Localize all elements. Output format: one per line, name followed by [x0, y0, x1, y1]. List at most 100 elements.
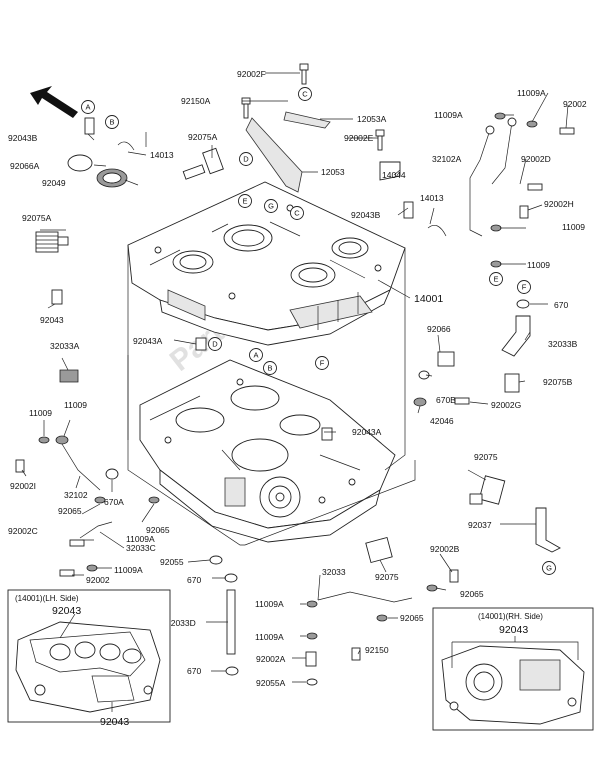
label-92002C: 92002C	[8, 526, 38, 536]
svg-text:B: B	[109, 118, 114, 127]
inset-rh-label-top: 92043	[499, 624, 528, 636]
label-11009: 11009	[562, 222, 585, 232]
bolt	[299, 63, 309, 85]
callout-e-pipe: E	[489, 272, 503, 286]
bolt	[305, 651, 317, 667]
label-12053A: 12053A	[357, 114, 387, 124]
label-92002E: 92002E	[344, 133, 374, 143]
fitting	[365, 536, 393, 564]
svg-text:A: A	[85, 103, 90, 112]
fitting	[182, 147, 224, 180]
callout-g-case: G	[264, 199, 278, 213]
callout-c-case: C	[290, 206, 304, 220]
label-11009: 11009	[64, 400, 87, 410]
callout-b-top: B	[105, 115, 119, 129]
label-92065: 92065	[146, 525, 170, 535]
inset-lh-side: (14001)(LH. Side) 92043 92043	[7, 589, 171, 728]
label-92002: 92002	[86, 575, 110, 585]
label-11009A: 11009A	[434, 110, 463, 120]
label-92043B: 92043B	[351, 210, 381, 220]
inset-lh-label-top: 92043	[52, 605, 81, 617]
label-92002: 92002	[563, 99, 587, 109]
label-32033D: 32033D	[166, 618, 196, 628]
label-12053: 12053	[321, 167, 345, 177]
bolt	[559, 127, 575, 135]
label-92002F: 92002F	[237, 69, 266, 79]
bolt	[15, 459, 25, 473]
inset-lh-label-bottom: 92043	[100, 716, 129, 728]
label-42046: 42046	[430, 416, 454, 426]
label-14013: 14013	[420, 193, 444, 203]
inset-rh-header: (14001)(RH. Side)	[478, 612, 543, 621]
bolt	[454, 397, 470, 405]
label-11009A: 11009A	[255, 599, 284, 609]
label-92150A: 92150A	[181, 96, 211, 106]
label-92002G: 92002G	[491, 400, 521, 410]
label-32102A: 32102A	[432, 154, 462, 164]
callout-g-bracket: G	[542, 561, 556, 575]
callout-d-case: D	[208, 337, 222, 351]
label-92049: 92049	[42, 178, 66, 188]
hose	[501, 315, 531, 357]
label-92055A: 92055A	[256, 678, 286, 688]
bracket	[379, 161, 401, 181]
label-670B: 670B	[436, 395, 456, 405]
label-92002B: 92002B	[430, 544, 460, 554]
label-92043: 92043	[40, 315, 64, 325]
label-92002I: 92002I	[10, 481, 36, 491]
label-92075B: 92075B	[543, 377, 573, 387]
svg-text:D: D	[243, 155, 249, 164]
svg-text:C: C	[294, 209, 300, 218]
svg-text:G: G	[546, 564, 552, 573]
label-32033C: 32033C	[126, 543, 156, 553]
label-92002H: 92002H	[544, 199, 574, 209]
label-670: 670	[554, 300, 568, 310]
bolt	[527, 183, 543, 191]
svg-text:F: F	[320, 359, 325, 368]
bolt	[375, 129, 385, 151]
svg-text:G: G	[268, 202, 274, 211]
callout-b-case: B	[263, 361, 277, 375]
label-92002D: 92002D	[521, 154, 551, 164]
bolt	[59, 569, 75, 577]
label-92075: 92075	[474, 452, 498, 462]
label-92065: 92065	[400, 613, 424, 623]
label-14001: 14001	[414, 293, 443, 305]
callout-e-case: E	[238, 194, 252, 208]
inset-lh-header: (14001)(LH. Side)	[15, 594, 79, 603]
callout-d-top: D	[239, 152, 253, 166]
svg-text:F: F	[522, 283, 527, 292]
label-92075A: 92075A	[188, 132, 218, 142]
label-92066: 92066	[427, 324, 451, 334]
callout-a-top: A	[81, 100, 95, 114]
bolt	[351, 647, 361, 661]
label-670: 670	[187, 575, 201, 585]
upper-crankcase	[127, 181, 406, 346]
label-32033A: 32033A	[50, 341, 80, 351]
chain-guide	[245, 117, 303, 193]
svg-text:A: A	[253, 351, 258, 360]
label-11009: 11009	[527, 260, 550, 270]
label-11009A: 11009A	[255, 632, 284, 642]
label-92065: 92065	[460, 589, 484, 599]
label-92043A: 92043A	[133, 336, 163, 346]
svg-text:E: E	[493, 275, 498, 284]
fitting	[469, 475, 506, 505]
label-92075: 92075	[375, 572, 399, 582]
label-32102: 32102	[64, 490, 88, 500]
label-92150: 92150	[365, 645, 389, 655]
oil-seal	[67, 154, 93, 172]
callout-a-case: A	[249, 348, 263, 362]
pipe	[226, 589, 236, 655]
label-92002A: 92002A	[256, 654, 286, 664]
svg-text:E: E	[242, 197, 247, 206]
label-92043B: 92043B	[8, 133, 38, 143]
inset-rh-side: (14001)(RH. Side) 92043	[432, 607, 594, 731]
label-11009: 11009	[29, 408, 52, 418]
label-670: 670	[187, 666, 201, 676]
clip	[117, 141, 135, 151]
dowel-pin	[84, 117, 95, 135]
label-11009A: 11009A	[126, 534, 155, 544]
